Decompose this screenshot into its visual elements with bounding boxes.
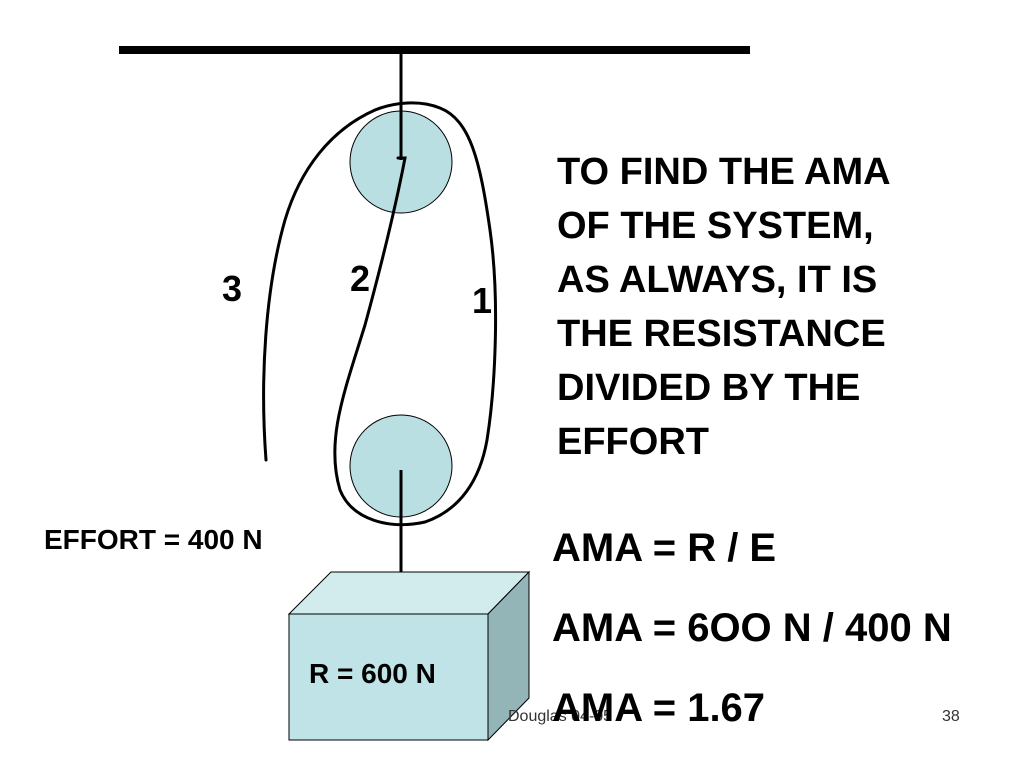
rope-number-2: 2: [350, 258, 371, 299]
explanation-text: TO FIND THE AMA OF THE SYSTEM, AS ALWAYS…: [557, 151, 891, 463]
load-box-top: [287, 571, 531, 615]
resistance-label: R = 600 N: [309, 658, 436, 689]
effort-rope: [262, 108, 377, 462]
formula-ama-substitution: AMA = 6OO N / 400 N: [552, 606, 952, 650]
effort-label: EFFORT = 400 N: [44, 524, 263, 555]
load-box-front: [288, 613, 489, 741]
rope-number-1: 1: [472, 280, 493, 321]
formula-ama-result: AMA = 1.67: [552, 686, 766, 730]
rope-loop: [333, 101, 498, 527]
slide-number: 38: [942, 708, 960, 725]
footer-author: Douglas 04-05: [508, 708, 613, 725]
rope-number-3: 3: [222, 268, 243, 309]
formula-ama-definition: AMA = R / E: [552, 526, 777, 570]
